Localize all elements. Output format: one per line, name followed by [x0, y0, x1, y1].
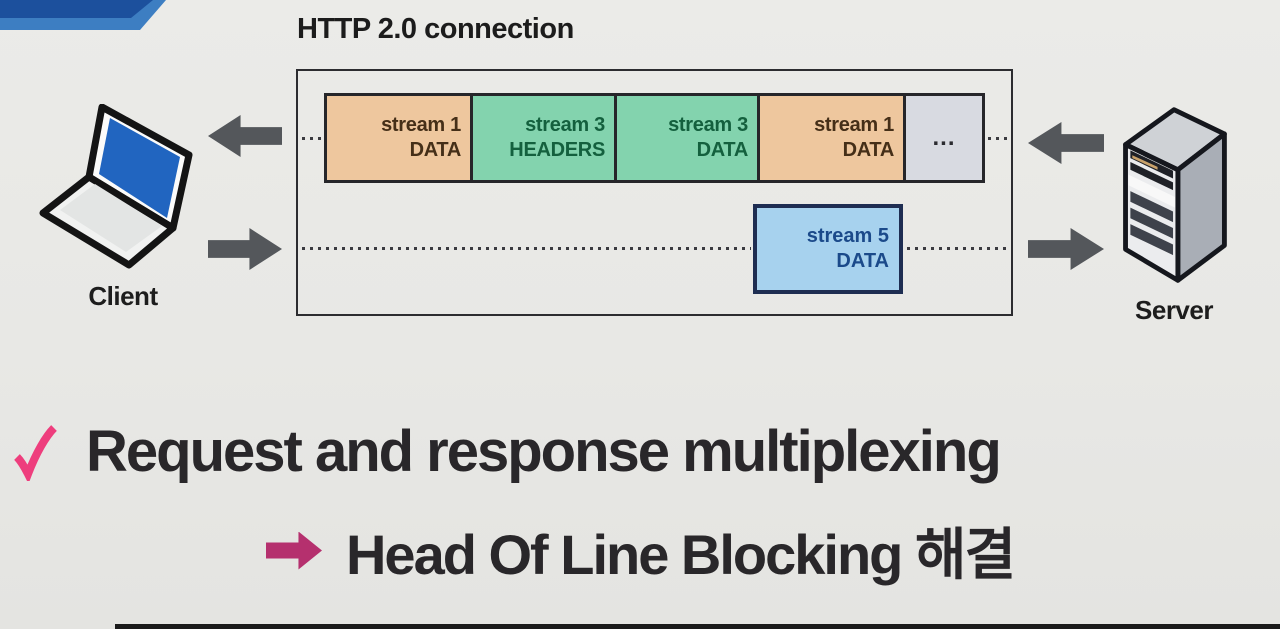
ellipsis-label: ...	[932, 124, 956, 151]
banner-inner-shape	[0, 0, 153, 18]
laptop-keyboard	[60, 184, 162, 252]
stream-block-line: DATA	[409, 139, 462, 161]
laptop-icon	[39, 103, 193, 269]
stream-block-line: DATA	[836, 250, 889, 272]
server-label: Server	[1135, 295, 1213, 325]
stream-block-3-headers: stream 3 HEADERS	[470, 93, 617, 183]
stream-block-5-data: stream 5 DATA	[753, 204, 903, 294]
stream-block-line: stream 5	[806, 225, 889, 247]
client-label: Client	[88, 281, 158, 311]
bottom-edge-bar	[115, 624, 1280, 629]
bullet-line-2: Head Of Line Blocking 해결	[0, 510, 1280, 591]
corner-banner-decoration	[0, 0, 166, 30]
laptop-screen	[99, 118, 180, 218]
arrow-left-to-client-icon	[208, 115, 282, 157]
check-stroke	[14, 424, 57, 481]
client-figure: Client	[36, 103, 210, 312]
server-display-accent	[1132, 155, 1158, 170]
server-icon	[1123, 107, 1227, 283]
stream-block-line: DATA	[842, 139, 895, 161]
bullet-line-1: Request and response multiplexing	[0, 418, 1280, 485]
stream-block-line: HEADERS	[509, 139, 605, 161]
dotted-line-row1-right	[988, 137, 1009, 140]
server-display-slot-2	[1130, 162, 1174, 191]
server-vent-slot-2	[1130, 207, 1174, 239]
dotted-line-row2-left	[302, 247, 751, 250]
stream-block-3-data: stream 3 DATA	[614, 93, 760, 183]
bullet-2-text: Head Of Line Blocking 해결	[345, 523, 1016, 586]
server-vent-slot-3	[1130, 224, 1174, 256]
arrow-left-from-server-icon	[1028, 122, 1104, 164]
arrow-right-icon	[265, 531, 322, 570]
connection-box: stream 1 DATA stream 3 HEADERS stream 3 …	[296, 69, 1013, 316]
server-drive-bay	[1128, 174, 1175, 208]
stream-block-line: stream 1	[814, 114, 894, 136]
check-icon	[14, 424, 57, 481]
stream-block-1-data: stream 1 DATA	[324, 93, 473, 183]
stream-frames-row-1: stream 1 DATA stream 3 HEADERS stream 3 …	[324, 93, 985, 183]
stream-block-line: DATA	[696, 139, 749, 161]
arrow-right-to-server-icon	[1028, 228, 1104, 270]
stream-block-ellipsis: ...	[903, 93, 985, 183]
stream-block-line: stream 3	[668, 114, 748, 136]
server-vent-slot-1	[1130, 191, 1174, 223]
arrow-right-from-client-icon	[208, 228, 282, 270]
diagram-title: HTTP 2.0 connection	[297, 13, 574, 45]
stream-block-line: stream 1	[381, 114, 461, 136]
bullet-1-text: Request and response multiplexing	[86, 419, 1002, 484]
dotted-line-row1-left	[302, 137, 322, 140]
dotted-line-row2-right	[907, 247, 1009, 250]
server-figure: Server	[1110, 100, 1238, 326]
stream-block-line: stream 3	[525, 114, 605, 136]
stream-block-1-data-2: stream 1 DATA	[757, 93, 906, 183]
